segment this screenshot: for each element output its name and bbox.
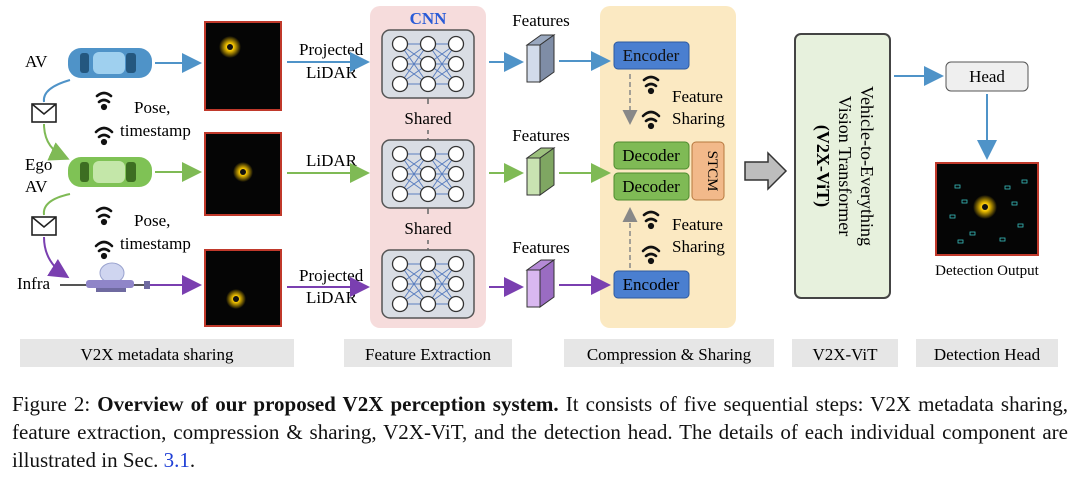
- lidar-label: LiDAR: [306, 151, 358, 170]
- feature-map-cube: [525, 34, 556, 83]
- agent-infra-label: Infra: [17, 274, 50, 293]
- detection-box: [969, 231, 976, 236]
- detection-box: [999, 237, 1006, 242]
- detection-box: [1017, 223, 1024, 228]
- detection-output-image: [935, 162, 1039, 256]
- projected-label: Projected: [299, 40, 364, 59]
- shared-label: Shared: [404, 109, 452, 128]
- wireless-signal-icon: [95, 91, 113, 111]
- lidar-bev-image: [204, 249, 282, 327]
- message-envelope-icon: [31, 103, 57, 123]
- infrastructure-sensor-icon: [60, 262, 150, 292]
- stage-label-feature-extraction: Feature Extraction: [365, 345, 492, 364]
- encoder-label: Encoder: [623, 46, 680, 65]
- detection-box: [961, 199, 968, 204]
- stage-label-bg: [792, 339, 898, 367]
- timestamp-label: timestamp: [120, 234, 191, 253]
- wireless-signal-icon: [642, 75, 660, 95]
- vit-title-line3: (V2X-ViT): [812, 125, 833, 207]
- cnn-title: CNN: [410, 9, 448, 28]
- detection-box: [949, 214, 956, 219]
- detection-box: [1011, 201, 1018, 206]
- agent-ego-label-1: Ego: [25, 155, 52, 174]
- ego-car-icon: [68, 157, 152, 187]
- sharing-label: Sharing: [672, 109, 725, 128]
- wireless-signal-icon: [641, 245, 661, 265]
- feature-map-cube: [525, 259, 556, 308]
- feature-label: Feature: [672, 215, 723, 234]
- wireless-signal-icon: [94, 126, 114, 146]
- lidar-bev-image: [204, 132, 282, 216]
- decoder-label: Decoder: [622, 177, 680, 196]
- stage-label-metadata: V2X metadata sharing: [81, 345, 234, 364]
- cnn-network-block: [381, 249, 475, 319]
- pose-label: Pose,: [134, 98, 170, 117]
- av-car-icon: [68, 48, 152, 78]
- stage-label-detection-head: Detection Head: [934, 345, 1041, 364]
- decoder-label: Decoder: [622, 146, 680, 165]
- wireless-signal-icon: [641, 110, 661, 130]
- wireless-signal-icon: [94, 240, 114, 260]
- caption-bold: Overview of our proposed V2X perception …: [97, 392, 559, 416]
- features-label: Features: [512, 11, 570, 30]
- timestamp-label: timestamp: [120, 121, 191, 140]
- stage-label-vit: V2X-ViT: [812, 345, 878, 364]
- agent-ego-label-2: AV: [25, 177, 48, 196]
- cnn-network-block: [381, 29, 475, 99]
- pose-label: Pose,: [134, 211, 170, 230]
- cnn-network-block: [381, 139, 475, 209]
- curve-arrow: [42, 79, 71, 103]
- feature-label: Feature: [672, 87, 723, 106]
- features-label: Features: [512, 126, 570, 145]
- stcm-block: [691, 141, 725, 201]
- lidar-label: LiDAR: [306, 288, 358, 307]
- caption-section-link[interactable]: 3.1: [163, 448, 190, 472]
- vit-title-line2: Vision Transformer: [835, 96, 855, 236]
- stcm-label: STCM: [704, 151, 720, 192]
- shared-label-bg: [397, 108, 459, 130]
- head-block: [945, 61, 1029, 92]
- lidar-label: LiDAR: [306, 63, 358, 82]
- decoder-block: [613, 172, 690, 201]
- figure-caption: Figure 2: Overview of our proposed V2X p…: [12, 390, 1068, 474]
- stage-label-bg: [916, 339, 1058, 367]
- wireless-signal-icon: [95, 206, 113, 226]
- stage-label-compression: Compression & Sharing: [587, 345, 752, 364]
- wireless-signal-icon: [642, 210, 660, 230]
- stage-label-bg: [20, 339, 294, 367]
- detection-box: [1021, 179, 1028, 184]
- detection-box: [957, 239, 964, 244]
- vit-title-line1: Vehicle-to-Everything: [857, 86, 877, 246]
- curve-arrow: [43, 236, 70, 279]
- decoder-block: [613, 141, 690, 170]
- stage-label-bg: [344, 339, 512, 367]
- curve-arrow: [43, 123, 70, 161]
- detection-output-label: Detection Output: [935, 263, 1040, 279]
- caption-label: Figure 2:: [12, 392, 98, 416]
- curve-arrow: [42, 193, 71, 216]
- features-label: Features: [512, 238, 570, 257]
- projected-label: Projected: [299, 266, 364, 285]
- encoder-label: Encoder: [623, 275, 680, 294]
- pipeline-diagram: AV Ego AV Infra: [17, 6, 1058, 367]
- head-label: Head: [969, 67, 1005, 86]
- message-envelope-icon: [31, 216, 57, 236]
- lidar-bev-image: [204, 21, 282, 111]
- detection-box: [1004, 185, 1011, 190]
- sharing-label: Sharing: [672, 237, 725, 256]
- shared-label-bg: [397, 218, 459, 240]
- shared-label: Shared: [404, 219, 452, 238]
- detection-box: [954, 184, 961, 189]
- caption-text: It consists of five sequential steps: V2…: [12, 392, 1068, 472]
- v2x-vit-block: [794, 33, 891, 299]
- stage-label-bg: [564, 339, 774, 367]
- encoder-block: [613, 41, 690, 70]
- caption-end: .: [189, 448, 196, 472]
- encoder-block: [613, 270, 690, 299]
- feature-map-cube: [525, 147, 556, 196]
- block-arrow-icon: [744, 151, 788, 191]
- agent-av-label: AV: [25, 52, 48, 71]
